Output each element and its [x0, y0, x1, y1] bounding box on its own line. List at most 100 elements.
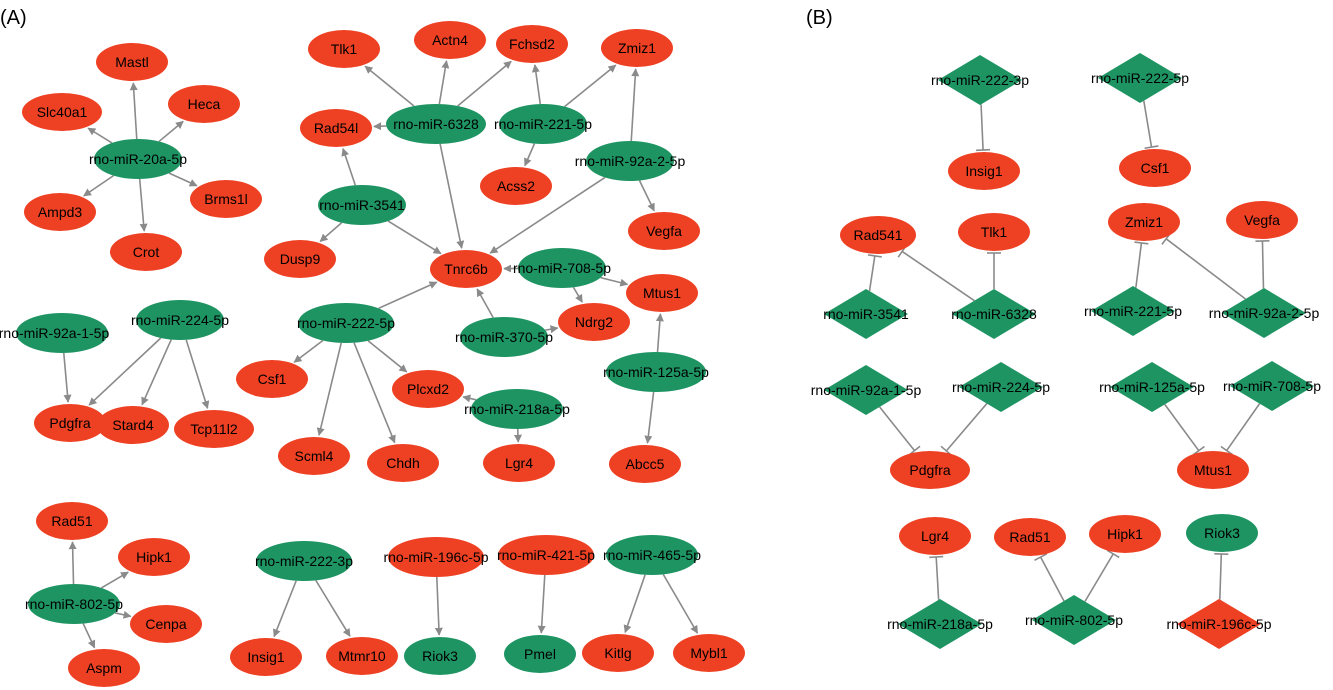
node-a-mir218a: rno-miR-218a-5p: [464, 389, 570, 429]
node-label: Chdh: [386, 455, 419, 471]
node-a-mir224: rno-miR-224-5p: [131, 300, 229, 340]
node-label: rno-miR-196c-5p: [1166, 616, 1271, 632]
node-a-mir222-3p: rno-miR-222-3p: [255, 541, 353, 581]
node-label: rno-miR-92a-1-5p: [0, 325, 109, 341]
node-b-mir802: rno-miR-802-5p: [1025, 595, 1123, 645]
edge-b-mir218a-to-b-lgr4: [935, 556, 940, 600]
ellipse-node-shape: [558, 303, 630, 341]
edge-a-mir708-to-a-ndrg2: [572, 286, 583, 303]
ellipse-node-shape: [582, 634, 654, 672]
node-a-insig1: Insig1: [230, 638, 302, 676]
ellipse-node-shape: [24, 193, 96, 231]
node-label: Pdgfra: [49, 415, 90, 431]
ellipse-node-shape: [298, 303, 394, 343]
node-label: rno-miR-224-5p: [952, 379, 1050, 395]
node-label: rno-miR-224-5p: [131, 312, 229, 328]
ellipse-node-shape: [326, 637, 398, 675]
ellipse-node-shape: [899, 517, 971, 555]
ellipse-node-shape: [300, 109, 372, 147]
node-b-mir125a: rno-miR-125a-5p: [1099, 362, 1205, 412]
edge-a-mir370-to-a-tnrc6b: [476, 288, 494, 319]
ellipse-node-shape: [460, 317, 548, 357]
node-a-chdh: Chdh: [367, 444, 439, 482]
edge-b-mir92a2-to-b-vegfa: [1261, 240, 1265, 289]
ellipse-node-shape: [97, 406, 169, 444]
edge-b-mir224-to-b-pdgfra: [945, 403, 988, 452]
edge-a-mir802-to-a-rad51: [68, 541, 77, 585]
diamond-node-shape: [1230, 361, 1314, 411]
ellipse-node-shape: [168, 85, 240, 123]
node-label: Insig1: [247, 649, 285, 665]
edge-a-mir196c-to-a-riok3: [434, 576, 443, 636]
edge-a-mir224-to-a-stard4: [141, 339, 172, 406]
ellipse-node-shape: [256, 541, 352, 581]
diamond-node-shape: [1098, 53, 1182, 103]
ellipse-node-shape: [264, 240, 336, 278]
node-label: Csf1: [258, 371, 287, 387]
node-label: Hipk1: [136, 549, 172, 565]
node-a-hipk1: Hipk1: [118, 538, 190, 576]
node-b-vegfa: Vegfa: [1226, 201, 1298, 239]
edge-a-mir218a-to-a-plcxd2: [462, 394, 477, 403]
node-b-insig1: Insig1: [948, 152, 1020, 190]
ellipse-node-shape: [230, 638, 302, 676]
node-label: Abcc5: [626, 456, 665, 472]
node-a-acss2: Acss2: [480, 167, 552, 205]
inhibition-bar-b-rad51: [1034, 553, 1048, 562]
ellipse-node-shape: [586, 141, 674, 181]
edge-a-mir370-to-a-ndrg2: [545, 325, 559, 334]
edge-a-mir221-to-a-zmiz1: [564, 64, 617, 108]
node-label: rno-miR-125a-5p: [1099, 379, 1205, 395]
inhibition-bar-b-rad541: [867, 254, 882, 258]
ellipse-node-shape: [1119, 149, 1191, 187]
ellipse-node-shape: [626, 274, 698, 312]
diamond-node-shape: [1222, 288, 1306, 338]
edge-a-mir3541-to-a-rad54l: [341, 147, 357, 186]
node-b-mir92a2: rno-miR-92a-2-5p: [1209, 288, 1319, 338]
diamond-node-shape: [824, 289, 908, 339]
ellipse-node-shape: [430, 250, 502, 288]
node-label: Hipk1: [1107, 526, 1143, 542]
node-a-lgr4: Lgr4: [483, 444, 555, 482]
edge-a-mir802-to-a-hipk1: [100, 571, 129, 589]
node-label: Tlk1: [331, 41, 358, 57]
edge-a-mir20a-to-a-ampd3: [83, 174, 114, 197]
node-label: Rad51: [1009, 529, 1050, 545]
ellipse-node-shape: [94, 139, 182, 179]
node-a-ampd3: Ampd3: [24, 193, 96, 231]
edge-a-mir224-to-a-pdgfra: [88, 337, 162, 406]
ellipse-node-shape: [22, 93, 102, 131]
node-label: rno-miR-221-5p: [494, 116, 592, 132]
node-label: Tnrc6b: [444, 261, 488, 277]
ellipse-node-shape: [471, 389, 563, 429]
node-b-mir222-5p: rno-miR-222-5p: [1091, 53, 1189, 103]
node-a-mir421: rno-miR-421-5p: [497, 535, 595, 575]
node-a-riok3: Riok3: [404, 637, 476, 675]
node-a-mir20a: rno-miR-20a-5p: [89, 139, 187, 179]
edge-a-mir20a-to-a-brms1l: [168, 172, 198, 187]
panel-label-a: (A): [0, 7, 27, 29]
node-a-mtmr10: Mtmr10: [326, 637, 398, 675]
ellipse-node-shape: [36, 502, 108, 540]
node-label: Rad51: [51, 513, 92, 529]
node-a-mir6328: rno-miR-6328: [386, 104, 486, 144]
diamond-node-shape: [959, 362, 1043, 412]
node-a-slc40a1: Slc40a1: [22, 93, 102, 131]
node-label: Rad541: [853, 227, 902, 243]
inhibition-bar-b-lgr4: [929, 555, 944, 559]
panel-labels-layer: (A)(B): [0, 7, 833, 29]
node-a-mir802: rno-miR-802-5p: [25, 584, 123, 624]
node-label: Crot: [133, 244, 160, 260]
ellipse-node-shape: [1186, 514, 1258, 552]
node-label: rno-miR-6328: [951, 306, 1037, 322]
node-label: Zmiz1: [1125, 214, 1163, 230]
node-b-hipk1: Hipk1: [1089, 515, 1161, 553]
edge-a-mir92a1-to-a-pdgfra: [62, 352, 72, 403]
edge-a-mir802-to-a-aspm: [82, 623, 96, 649]
node-b-csf1: Csf1: [1119, 149, 1191, 187]
node-a-scml4: Scml4: [278, 437, 350, 475]
node-label: Slc40a1: [37, 104, 88, 120]
diamond-node-shape: [952, 289, 1036, 339]
edge-a-mir222-3p-to-a-insig1: [273, 580, 297, 638]
